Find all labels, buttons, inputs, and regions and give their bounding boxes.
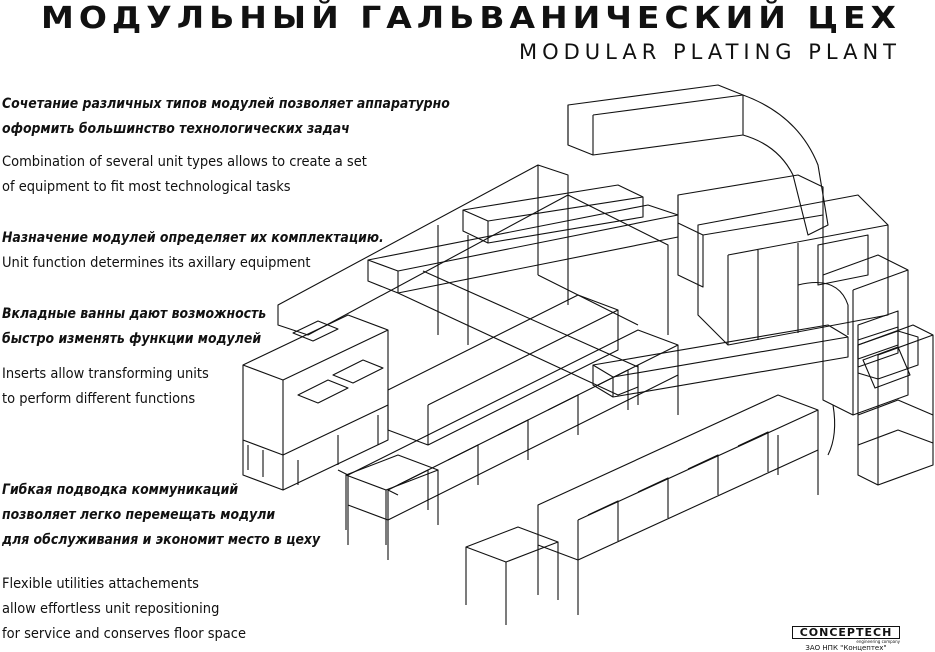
en-line: Flexible utilities attachements xyxy=(2,576,199,592)
en-line: of equipment to fit most technological t… xyxy=(2,179,291,195)
text-block-inserts-en: Inserts allow transforming units to perf… xyxy=(2,362,232,412)
logo-wordmark: CONCEPTECH xyxy=(792,626,900,639)
en-line: to perform different functions xyxy=(2,391,196,407)
en-line: Inserts allow transforming units xyxy=(2,366,209,382)
text-block-utilities-en: Flexible utilities attachements allow ef… xyxy=(2,572,273,647)
logo-tagline: engineering company xyxy=(856,639,900,644)
ru-line: оформить большинство технологических зад… xyxy=(2,121,350,137)
text-block-unit-types: Сочетание различных типов модулей позвол… xyxy=(2,92,523,142)
en-line: Combination of several unit types allows… xyxy=(2,154,367,170)
plating-plant-drawing xyxy=(242,84,934,625)
ru-line: быстро изменять функции модулей xyxy=(2,331,262,347)
company-logo: CONCEPTECH engineering company ЗАО НПК "… xyxy=(792,626,900,652)
back-frames xyxy=(277,164,889,346)
text-block-unit-types-en: Combination of several unit types allows… xyxy=(2,150,407,200)
right-cabinet xyxy=(822,254,919,456)
text-block-unit-function: Назначение модулей определяет их комплек… xyxy=(2,226,446,276)
ru-line: Вкладные ванны дают возможность xyxy=(2,306,267,322)
logo-subtitle: ЗАО НПК "Концептех" xyxy=(805,644,887,652)
page-subtitle: MODULAR PLATING PLANT xyxy=(518,40,901,64)
en-line: allow effortless unit repositioning xyxy=(2,601,220,617)
ru-line: Назначение модулей определяет их комплек… xyxy=(2,230,384,246)
ru-line: позволяет легко перемещать модули xyxy=(2,507,276,523)
ru-line: Сочетание различных типов модулей позвол… xyxy=(2,96,450,112)
ventilation-duct xyxy=(367,84,849,398)
process-line-2 xyxy=(537,394,819,615)
work-tables xyxy=(345,454,559,625)
ru-line: для обслуживания и экономит место в цеху xyxy=(2,532,321,548)
text-block-inserts: Вкладные ванны дают возможность быстро и… xyxy=(2,302,309,352)
fume-hood-right xyxy=(857,324,934,486)
ru-line: Гибкая подводка коммуникаций xyxy=(2,482,239,498)
text-block-utilities: Гибкая подводка коммуникаций позволяет л… xyxy=(2,478,372,553)
fume-hood-left xyxy=(242,314,389,491)
process-line-1 xyxy=(337,294,679,560)
en-line: for service and conserves floor space xyxy=(2,626,246,642)
page-title: МОДУЛЬНЫЙ ГАЛЬВАНИЧЕСКИЙ ЦЕХ xyxy=(41,0,901,36)
en-line: Unit function determines its axillary eq… xyxy=(2,255,311,271)
